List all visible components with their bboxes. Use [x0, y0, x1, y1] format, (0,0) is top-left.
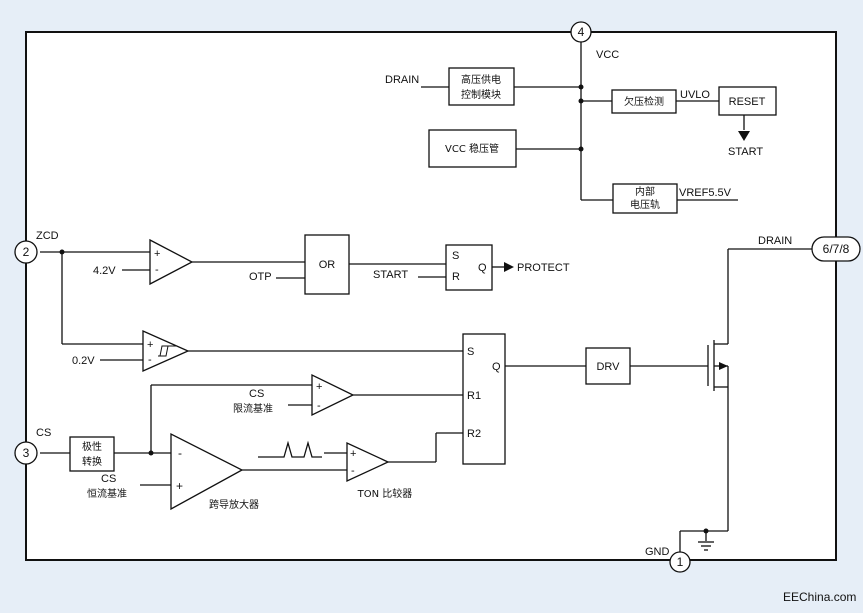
pin-drain-circle — [811, 236, 861, 262]
hysteresis-icon-b — [159, 345, 172, 357]
pin-cs-label: CS — [36, 427, 51, 439]
reset-label: RESET — [729, 96, 766, 108]
polarity-label-2: 转换 — [82, 455, 102, 468]
junction-dots — [59, 84, 709, 534]
drain-input-label: DRAIN — [385, 74, 419, 86]
start-input-label: START — [373, 269, 408, 281]
hv-supply-block — [448, 67, 515, 106]
vcc-regulator-label: VCC 稳压管 — [445, 142, 499, 155]
cmp1-plus: + — [154, 248, 160, 260]
amp-plus: + — [176, 479, 183, 493]
uvlo-detect-block — [611, 89, 677, 114]
ref-4v2-label: 4.2V — [93, 265, 116, 277]
protect-label: PROTECT — [517, 262, 570, 274]
pin-vcc-label: VCC — [596, 49, 619, 61]
otp-label: OTP — [249, 271, 272, 283]
start-output-label: START — [728, 146, 763, 158]
hv-supply-label-1: 高压供电 — [461, 73, 501, 86]
transconductance-amp — [170, 432, 244, 511]
start-arrow — [738, 131, 750, 141]
pin-cs-number: 3 — [23, 446, 30, 460]
chip-boundary — [25, 31, 837, 561]
cmp3-minus: - — [317, 400, 321, 412]
wires — [40, 42, 812, 552]
cmp1-minus: - — [155, 264, 159, 276]
transconductance-label: 跨导放大器 — [209, 498, 259, 511]
internal-rail-label-1: 内部 — [635, 185, 655, 198]
or-gate-block — [304, 234, 350, 295]
pin-gnd-number: 1 — [677, 555, 684, 569]
cmp2-plus: + — [147, 339, 153, 351]
protect-arrow — [504, 262, 514, 272]
latch-r2-label: R2 — [467, 428, 481, 440]
sr-r-label: R — [452, 271, 460, 283]
cmp2-minus: - — [148, 354, 152, 366]
pin-zcd-circle — [14, 240, 38, 264]
pin-gnd-circle — [669, 551, 691, 573]
pin-drain-label: DRAIN — [758, 235, 792, 247]
hv-supply-label-2: 控制模块 — [461, 88, 501, 101]
internal-rail-block — [612, 183, 678, 214]
pin-cs-circle — [14, 441, 38, 465]
pin-vcc-number: 4 — [578, 25, 585, 39]
uvlo-detect-label: 欠压检测 — [624, 95, 664, 108]
drv-block — [585, 347, 631, 385]
comparator-4v2 — [149, 238, 194, 286]
sr-flipflop-block — [445, 244, 493, 291]
or-gate-label: OR — [319, 259, 336, 271]
reset-block — [718, 86, 777, 116]
comparator-cs-limit — [311, 373, 355, 417]
watermark: EEChina.com — [783, 590, 856, 604]
uvlo-label: UVLO — [680, 89, 710, 101]
pin-zcd-label: ZCD — [36, 230, 59, 242]
ref-0v2-label: 0.2V — [72, 355, 95, 367]
polarity-block — [69, 436, 115, 472]
cs-limit-label-a: CS — [249, 388, 264, 400]
comparator-0v2 — [142, 329, 190, 373]
pin-gnd-label: GND — [645, 546, 670, 558]
drive-latch-block — [462, 333, 506, 465]
latch-r1-label: R1 — [467, 390, 481, 402]
latch-s-label: S — [467, 346, 474, 358]
pin-vcc-circle — [570, 21, 592, 43]
cs-const-label-b: 恒流基准 — [87, 487, 127, 500]
cmp4-plus: + — [350, 448, 356, 460]
pin-drain-number: 6/7/8 — [823, 242, 850, 256]
ton-comparator — [346, 441, 390, 483]
mosfet-body-arrow — [719, 362, 728, 370]
sr-q-label: Q — [478, 262, 487, 274]
vref-label: VREF5.5V — [679, 187, 732, 199]
sr-s-label: S — [452, 250, 459, 262]
vcc-regulator-block — [428, 129, 517, 168]
cmp3-plus: + — [316, 381, 322, 393]
cs-limit-label-b: 限流基准 — [233, 402, 273, 415]
pin-zcd-number: 2 — [23, 245, 30, 259]
internal-rail-label-2: 电压轨 — [630, 198, 660, 211]
latch-q-label: Q — [492, 361, 501, 373]
cmp4-minus: - — [351, 465, 355, 477]
cs-const-label-a: CS — [101, 473, 116, 485]
ton-comparator-label: TON 比较器 — [357, 487, 413, 500]
drv-label: DRV — [596, 361, 620, 373]
amp-minus: - — [178, 446, 182, 460]
polarity-label-1: 极性 — [82, 440, 102, 453]
